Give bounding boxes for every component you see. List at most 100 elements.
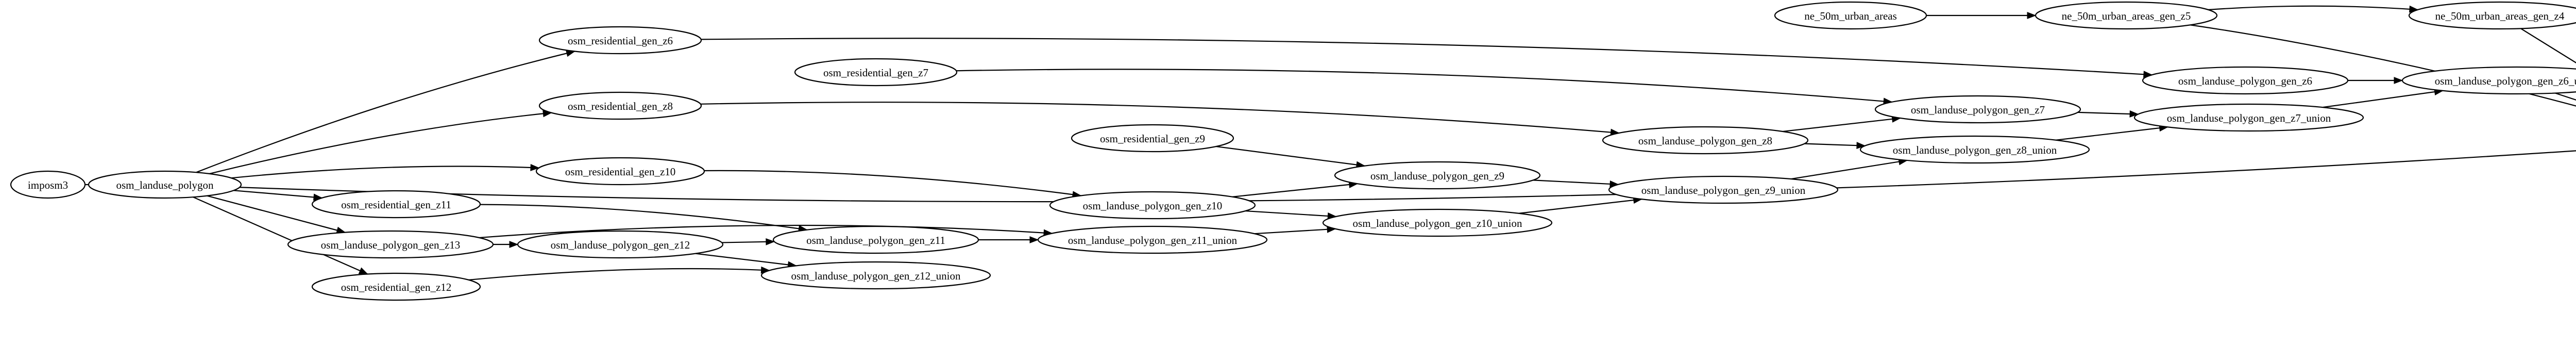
node-osm_residential_gen_z9[interactable]: osm_residential_gen_z9 [1071,124,1234,153]
node-ne_50m_urban_areas_gen_z5[interactable]: ne_50m_urban_areas_gen_z5 [2035,1,2218,30]
node-label: osm_landuse_polygon_gen_z6 [2178,75,2312,87]
node-osm_landuse_polygon_gen_z10[interactable]: osm_landuse_polygon_gen_z10 [1049,191,1256,220]
node-ne_50m_urban_areas[interactable]: ne_50m_urban_areas [1774,1,1927,30]
node-osm_residential_gen_z7[interactable]: osm_residential_gen_z7 [794,58,958,87]
node-label: osm_landuse_polygon_gen_z11_union [1068,234,1238,246]
node-osm_landuse_polygon_gen_z12_union[interactable]: osm_landuse_polygon_gen_z12_union [760,261,991,290]
node-osm_landuse_polygon_gen_z6_union[interactable]: osm_landuse_polygon_gen_z6_union [2401,66,2576,95]
edge-osm_landuse_polygon_gen_z8_union-to-osm_landuse_polygon_gen_z7_union [2056,126,2168,141]
node-osm_residential_gen_z8[interactable]: osm_residential_gen_z8 [538,91,702,120]
edge-osm_landuse_polygon-to-osm_residential_gen_z11 [233,190,323,199]
edge-osm_landuse_polygon-to-layer_landuse [239,150,2576,203]
node-label: osm_residential_gen_z11 [341,199,451,211]
edge-osm_landuse_polygon-to-osm_residential_gen_z6 [196,51,575,173]
node-ellipse [2035,1,2218,30]
node-ellipse [10,170,86,199]
edge-osm_landuse_polygon-to-osm_residential_gen_z8 [209,112,552,174]
node-osm_landuse_polygon_gen_z12[interactable]: osm_landuse_polygon_gen_z12 [517,230,724,259]
node-osm_landuse_polygon[interactable]: osm_landuse_polygon [88,170,242,199]
node-label: osm_residential_gen_z7 [823,67,928,79]
node-label: osm_landuse_polygon_gen_z10 [1083,200,1223,212]
node-label: osm_landuse_polygon_gen_z13 [321,239,461,251]
node-osm_residential_gen_z11[interactable]: osm_residential_gen_z11 [311,190,481,219]
node-osm_landuse_polygon_gen_z7[interactable]: osm_landuse_polygon_gen_z7 [1874,95,2081,124]
node-osm_landuse_polygon_gen_z13[interactable]: osm_landuse_polygon_gen_z13 [287,230,494,259]
edge-osm_landuse_polygon_gen_z11_union-to-osm_landuse_polygon_gen_z10_union [1254,228,1336,235]
node-osm_landuse_polygon_gen_z8_union[interactable]: osm_landuse_polygon_gen_z8_union [1859,135,2090,164]
node-ellipse [760,261,991,290]
node-label: osm_landuse_polygon_gen_z12_union [791,270,961,282]
edge-osm_residential_gen_z6-to-osm_landuse_polygon_gen_z6 [701,38,2153,76]
node-label: osm_landuse_polygon_gen_z12 [551,239,690,251]
edge-osm_landuse_polygon_gen_z13-to-osm_landuse_polygon_gen_z11_union [479,224,1053,239]
node-label: osm_landuse_polygon_gen_z10_union [1353,217,1522,229]
edge-arrowhead [530,163,540,171]
node-osm_landuse_polygon_gen_z10_union[interactable]: osm_landuse_polygon_gen_z10_union [1322,208,1553,237]
edge-osm_landuse_polygon-to-osm_landuse_polygon_gen_z13 [207,195,346,233]
node-osm_residential_gen_z12[interactable]: osm_residential_gen_z12 [311,272,481,301]
node-ellipse [1071,124,1234,153]
node-ellipse [1322,208,1553,237]
node-label: ne_50m_urban_areas_gen_z4 [2435,10,2565,22]
node-ellipse [1602,126,1809,155]
node-osm_landuse_polygon_gen_z9[interactable]: osm_landuse_polygon_gen_z9 [1334,161,1541,190]
edge-osm_residential_gen_z8-to-osm_landuse_polygon_gen_z8 [700,102,1619,134]
edge-osm_landuse_polygon_gen_z10-to-osm_landuse_polygon_gen_z10_union [1245,210,1336,218]
edge-osm_landuse_polygon_gen_z10_union-to-osm_landuse_polygon_gen_z9_union [1519,199,1642,214]
edge-ne_50m_urban_areas_gen_z4-to-layer_landuse [2520,28,2576,63]
node-label: osm_landuse_polygon_gen_z8 [1638,135,1772,147]
node-label: osm_residential_gen_z8 [568,100,673,112]
edge-osm_residential_gen_z12-to-osm_landuse_polygon_gen_z12_union [468,268,770,281]
edge-osm_residential_gen_z9-to-osm_landuse_polygon_gen_z9 [1216,145,1365,167]
edge-arrowhead [358,267,368,275]
node-ellipse [538,26,702,55]
node-label: ne_50m_urban_areas [1804,10,1897,22]
node-label: osm_landuse_polygon_gen_z6_union [2435,75,2576,87]
node-label: osm_landuse_polygon_gen_z9 [1370,170,1504,182]
edge-arrowhead [2129,110,2139,118]
node-label: osm_landuse_polygon_gen_z11 [806,234,945,246]
edge-osm_landuse_polygon_gen_z8-to-osm_landuse_polygon_gen_z8_union [1804,143,1866,146]
edge-ne_50m_urban_areas_gen_z5-to-layer_landuse [2190,24,2576,107]
node-osm_landuse_polygon_gen_z8[interactable]: osm_landuse_polygon_gen_z8 [1602,126,1809,155]
node-ellipse [2408,1,2576,30]
edge-osm_residential_gen_z7-to-osm_landuse_polygon_gen_z7 [956,69,1892,103]
node-ellipse [311,272,481,301]
node-osm_landuse_polygon_gen_z11_union[interactable]: osm_landuse_polygon_gen_z11_union [1037,225,1268,254]
edges-layer [85,5,2576,281]
node-ellipse [1774,1,1927,30]
node-ellipse [88,170,242,199]
node-osm_landuse_polygon_gen_z6[interactable]: osm_landuse_polygon_gen_z6 [2142,66,2349,95]
node-osm_landuse_polygon_gen_z11[interactable]: osm_landuse_polygon_gen_z11 [772,225,979,254]
edge-osm_landuse_polygon_gen_z8-to-osm_landuse_polygon_gen_z7 [1783,117,1901,133]
edge-osm_landuse_polygon_gen_z10-to-osm_landuse_polygon_gen_z9 [1232,183,1358,198]
node-label: osm_landuse_polygon_gen_z7 [1911,104,2045,116]
node-osm_landuse_polygon_gen_z9_union[interactable]: osm_landuse_polygon_gen_z9_union [1608,175,1839,204]
edge-arrowhead [2394,77,2403,84]
node-label: osm_residential_gen_z10 [565,166,676,178]
node-osm_residential_gen_z10[interactable]: osm_residential_gen_z10 [535,157,705,186]
edge-osm_residential_gen_z10-to-osm_landuse_polygon_gen_z10 [704,170,1081,196]
node-label: osm_landuse_polygon_gen_z8_union [1893,144,2057,156]
node-osm_residential_gen_z6[interactable]: osm_residential_gen_z6 [538,26,702,55]
edge-osm_landuse_polygon_gen_z9-to-osm_landuse_polygon_gen_z9_union [1533,179,1619,185]
edge-osm_landuse_polygon_gen_z9_union-to-osm_landuse_polygon_gen_z8_union [1791,159,1907,180]
node-imposm3[interactable]: imposm3 [10,170,86,199]
edge-arrowhead [509,241,519,248]
edge-osm_landuse_polygon-to-osm_residential_gen_z12 [193,196,368,275]
node-ellipse [535,157,705,186]
node-ellipse [1608,175,1839,204]
node-label: osm_landuse_polygon_gen_z9_union [1641,184,1806,196]
node-ellipse [2142,66,2349,95]
node-osm_landuse_polygon_gen_z7_union[interactable]: osm_landuse_polygon_gen_z7_union [2133,103,2364,132]
edge-arrowhead [1856,142,1866,150]
node-ne_50m_urban_areas_gen_z4[interactable]: ne_50m_urban_areas_gen_z4 [2408,1,2576,30]
edge-osm_landuse_polygon_gen_z12-to-osm_landuse_polygon_gen_z12_union [695,253,796,267]
node-label: osm_landuse_polygon_gen_z7_union [2167,112,2331,124]
node-ellipse [772,225,979,254]
node-ellipse [287,230,494,259]
edge-osm_landuse_polygon_gen_z7_union-to-osm_landuse_polygon_gen_z6_union [2323,90,2443,108]
node-ellipse [794,58,958,87]
